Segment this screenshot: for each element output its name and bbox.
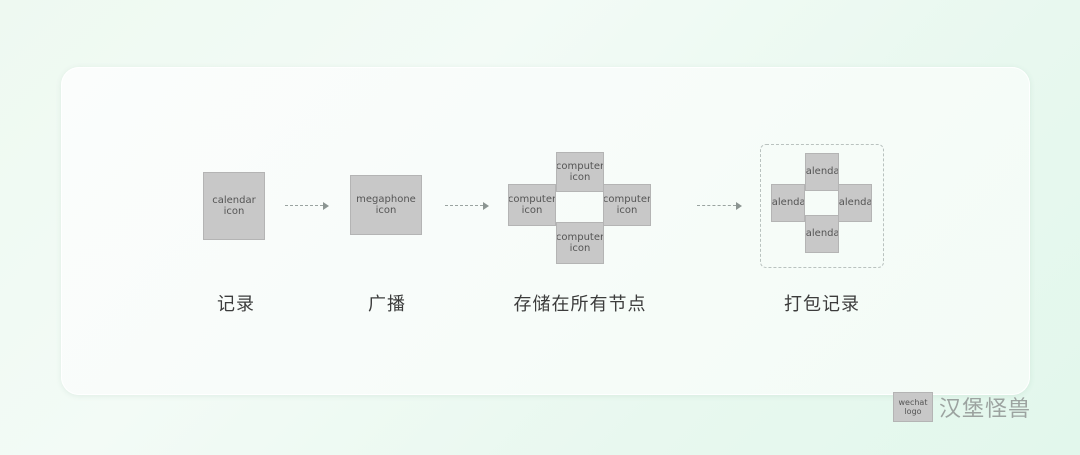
wechat-logo-icon: wechat logo bbox=[893, 392, 933, 422]
computer-node-icon-top: computer icon bbox=[556, 152, 604, 192]
pack-records-box bbox=[760, 144, 884, 268]
calendar-icon-left: calendar bbox=[771, 184, 805, 222]
step-label-pack: 打包记录 bbox=[784, 294, 860, 315]
calendar-icon-right: calendar bbox=[838, 184, 872, 222]
megaphone-icon: megaphone icon bbox=[350, 175, 422, 235]
watermark: wechat logo 汉堡怪兽 bbox=[893, 390, 1031, 424]
computer-node-icon-right: computer icon bbox=[603, 184, 651, 226]
arrow-broadcast-to-store bbox=[445, 201, 489, 211]
calendar-icon-bottom: calendar bbox=[805, 215, 839, 253]
calendar-icon-top: calendar bbox=[805, 153, 839, 191]
arrow-record-to-broadcast bbox=[285, 201, 329, 211]
step-label-record: 记录 bbox=[217, 294, 255, 315]
step-label-broadcast: 广播 bbox=[368, 294, 406, 315]
calendar-icon: calendar icon bbox=[203, 172, 265, 240]
step-label-store: 存储在所有节点 bbox=[513, 294, 647, 315]
computer-node-icon-left: computer icon bbox=[508, 184, 556, 226]
arrow-store-to-pack bbox=[697, 201, 742, 211]
watermark-text: 汉堡怪兽 bbox=[939, 397, 1032, 422]
computer-node-icon-bottom: computer icon bbox=[556, 222, 604, 264]
